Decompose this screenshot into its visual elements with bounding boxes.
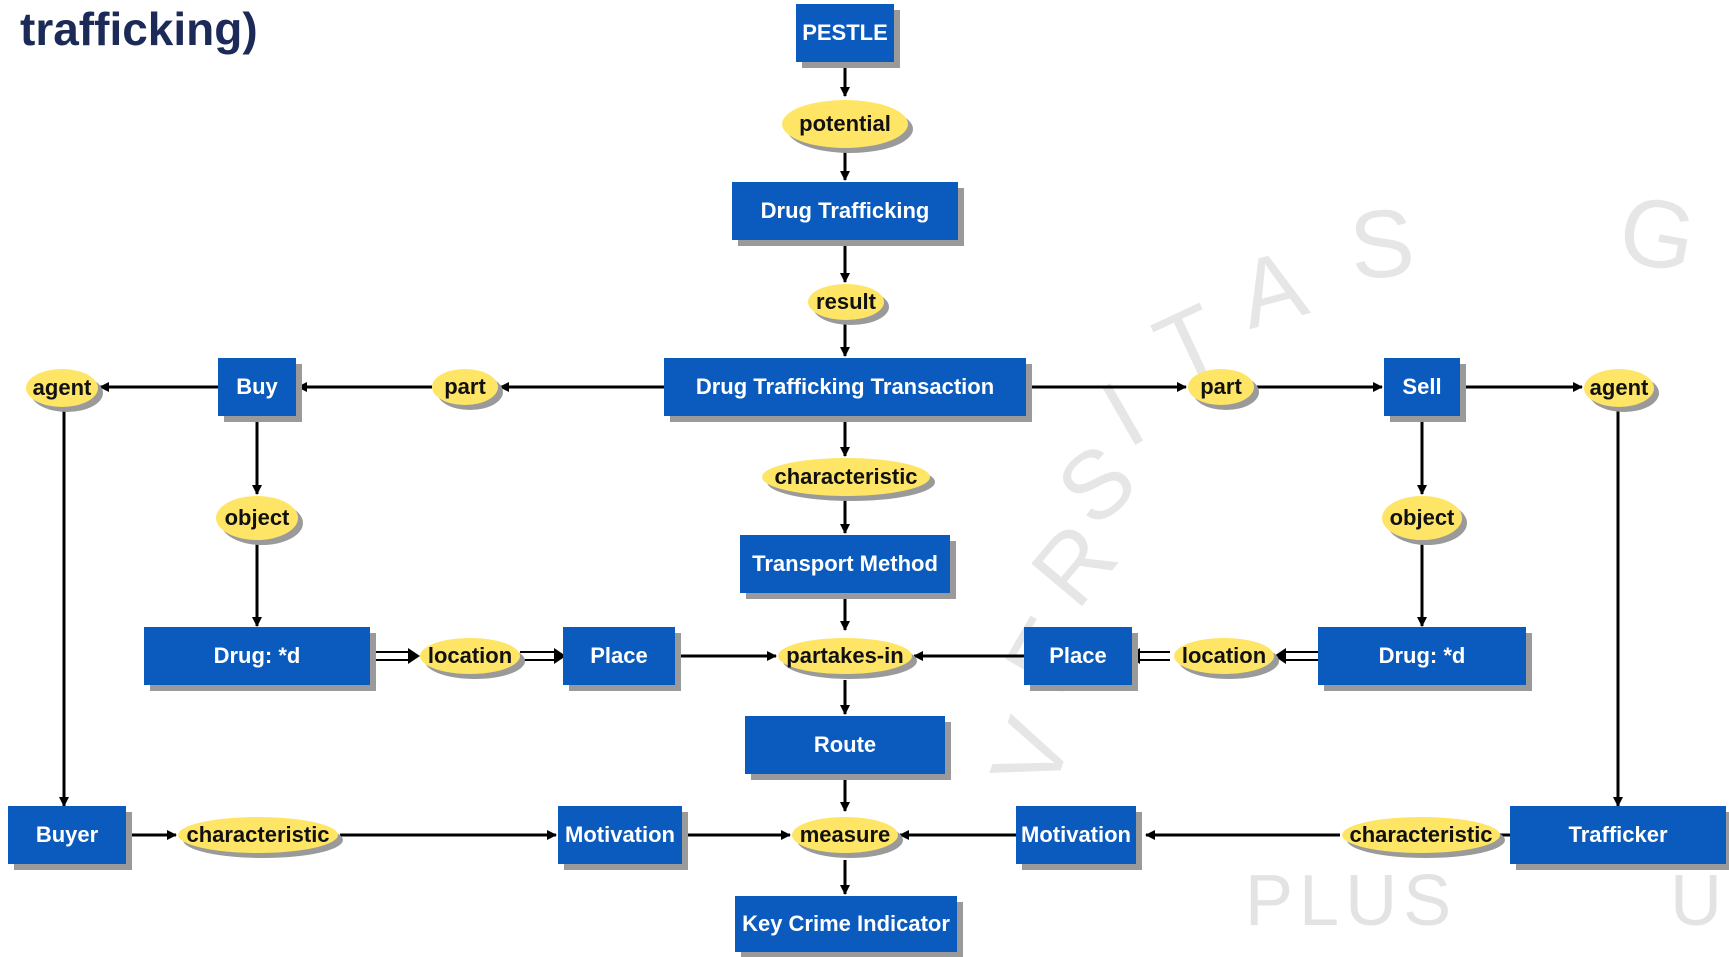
concept-transaction: Drug Trafficking Transaction bbox=[664, 358, 1026, 416]
concept-key-crime-indicator: Key Crime Indicator bbox=[735, 896, 957, 952]
relation-potential: potential bbox=[782, 100, 908, 148]
concept-buyer: Buyer bbox=[8, 806, 126, 864]
relation-result: result bbox=[808, 284, 884, 320]
watermark-ult: UL bbox=[1670, 861, 1729, 941]
relation-agent-right: agent bbox=[1584, 369, 1654, 407]
page-title: trafficking) bbox=[20, 3, 258, 55]
relation-agent-left: agent bbox=[26, 369, 98, 407]
concept-place-left: Place bbox=[563, 627, 675, 685]
concept-drug-left: Drug: *d bbox=[144, 627, 370, 685]
relation-characteristic-center: characteristic bbox=[762, 458, 930, 496]
concept-buy: Buy bbox=[218, 358, 296, 416]
concept-trafficker: Trafficker bbox=[1510, 806, 1726, 864]
concept-sell: Sell bbox=[1384, 358, 1460, 416]
concept-route: Route bbox=[745, 716, 945, 774]
relation-partakes-in: partakes-in bbox=[778, 638, 912, 674]
relation-location-right: location bbox=[1174, 638, 1274, 674]
concept-drug-right: Drug: *d bbox=[1318, 627, 1526, 685]
relation-object-left: object bbox=[216, 496, 298, 540]
relation-characteristic-right: characteristic bbox=[1342, 817, 1500, 853]
relation-object-right: object bbox=[1382, 496, 1462, 540]
relation-characteristic-left: characteristic bbox=[178, 817, 338, 853]
concept-pestle: PESTLE bbox=[796, 4, 894, 62]
relation-location-left: location bbox=[420, 638, 520, 674]
relation-part-right: part bbox=[1188, 369, 1254, 405]
relation-part-left: part bbox=[432, 369, 498, 405]
concept-motivation-left: Motivation bbox=[558, 806, 682, 864]
concept-transport-method: Transport Method bbox=[740, 535, 950, 593]
concept-place-right: Place bbox=[1024, 627, 1132, 685]
concept-motivation-right: Motivation bbox=[1016, 806, 1136, 864]
relation-measure: measure bbox=[792, 817, 898, 853]
concept-drug-trafficking: Drug Trafficking bbox=[732, 182, 958, 240]
watermark-plus: PLUS bbox=[1245, 861, 1458, 941]
